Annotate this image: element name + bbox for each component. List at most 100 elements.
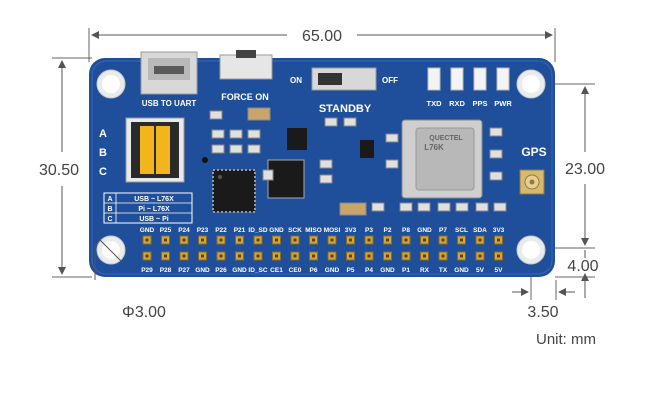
header-pin-hole <box>182 238 186 242</box>
standby-label: STANDBY <box>319 103 372 115</box>
uart-chip <box>212 169 256 213</box>
header-pin-hole <box>497 254 500 258</box>
mode-jumper: A B C <box>99 117 185 183</box>
unit-label: Unit: mm <box>536 331 596 348</box>
gps-label: GPS <box>521 145 546 159</box>
gps-module: QUECTEL L76K <box>401 119 483 199</box>
pin-label-top: SDA <box>473 227 487 234</box>
standby-switch: ON OFF STANDBY <box>290 67 398 115</box>
header-pin-hole <box>460 254 463 258</box>
dimension-height: 30.50 <box>39 57 92 278</box>
header-pin-hole <box>238 254 241 258</box>
pin-label-top: P21 <box>234 227 246 234</box>
pin-label-bottom: P6 <box>310 267 318 274</box>
gpio-header: GNDP29P25P28P24P27P23GNDP22P26P21GNDID_S… <box>140 227 505 274</box>
mounting-hole-bl <box>96 235 126 265</box>
usb-connector: USB TO UART <box>140 51 198 108</box>
mode-key-b: B <box>107 206 112 213</box>
mode-value-b: Pi ~ L76X <box>138 206 170 213</box>
pin-label-bottom: P1 <box>402 267 410 274</box>
pin-label-top: ID_SD <box>248 227 267 234</box>
pin-label-bottom: RX <box>420 267 430 274</box>
header-pin-hole <box>293 238 297 242</box>
pin-label-top: GND <box>269 227 284 234</box>
led-pwr-label: PWR <box>494 99 512 108</box>
header-pin-hole <box>386 254 389 258</box>
pin-label-top: P3 <box>365 227 373 234</box>
header-pin-hole <box>478 254 482 258</box>
mounting-hole-br <box>516 235 546 265</box>
pin-label-bottom: P26 <box>215 267 227 274</box>
pin-label-top: P22 <box>215 227 227 234</box>
pin-label-top: MOSI <box>324 227 341 234</box>
header-pin-hole <box>164 238 167 242</box>
hole-diameter-label: Φ3.00 <box>122 304 166 321</box>
pin-label-top: 3V3 <box>493 227 505 234</box>
header-pin-hole <box>497 238 500 242</box>
header-pin-hole <box>256 254 260 258</box>
header-pin-hole <box>460 238 463 242</box>
hole-spacing-label: 23.00 <box>565 161 605 178</box>
pin-label-top: GND <box>417 227 432 234</box>
mode-value-a: USB ~ L76X <box>134 196 174 203</box>
jumper-a-label: A <box>99 128 107 140</box>
header-pin-hole <box>423 254 426 258</box>
usb-label: USB TO UART <box>142 99 197 108</box>
gps-antenna-connector: GPS <box>519 145 547 195</box>
pin-label-bottom: P4 <box>365 267 373 274</box>
mode-key-c: C <box>107 216 112 223</box>
header-pin-hole <box>256 238 260 242</box>
header-pin-hole <box>441 238 445 242</box>
header-pin-hole <box>201 254 204 258</box>
header-pin-hole <box>330 254 334 258</box>
header-pin-hole <box>404 238 408 242</box>
header-pin-hole <box>275 254 278 258</box>
header-pin-hole <box>145 238 149 242</box>
jumper-c-label: C <box>99 166 107 178</box>
header-pin-hole <box>164 254 167 258</box>
pin-label-bottom: TX <box>439 267 448 274</box>
led-txd-label: TXD <box>427 99 443 108</box>
pin-label-bottom: P28 <box>160 267 172 274</box>
pin-label-top: P8 <box>402 227 410 234</box>
pin-label-top: 3V3 <box>345 227 357 234</box>
height-label: 30.50 <box>39 162 79 179</box>
pin-label-bottom: 5V <box>495 267 504 274</box>
header-pin-hole <box>219 238 223 242</box>
header-pin-hole <box>293 254 297 258</box>
led-pps-label: PPS <box>472 99 487 108</box>
mode-key-a: A <box>107 196 112 203</box>
pin-label-top: P2 <box>384 227 392 234</box>
pin-label-bottom: GND <box>454 267 469 274</box>
header-pin-hole <box>349 238 352 242</box>
pin-label-top: P24 <box>178 227 190 234</box>
header-pin-hole <box>275 238 278 242</box>
led-rxd-label: RXD <box>449 99 465 108</box>
force-on-button: FORCE ON <box>219 50 273 102</box>
header-pin-hole <box>145 254 149 258</box>
pcb-board: Φ3.00 USB TO UART FORCE ON ON OFF STANDB… <box>89 50 555 321</box>
header-pin-hole <box>219 254 223 258</box>
pin-label-bottom: GND <box>380 267 395 274</box>
pin-label-bottom: GND <box>232 267 247 274</box>
mounting-hole-tl <box>96 69 126 99</box>
pin-label-bottom: P27 <box>178 267 190 274</box>
header-pin-hole <box>423 238 426 242</box>
header-pin-hole <box>182 254 186 258</box>
dimension-hole-diameter: Φ3.00 <box>94 239 166 321</box>
pin-label-top: MISO <box>305 227 322 234</box>
module-name-label: L76K <box>424 143 444 152</box>
hole-offset-v-label: 4.00 <box>567 258 598 275</box>
pin-label-bottom: GND <box>195 267 210 274</box>
header-pin-hole <box>238 238 241 242</box>
jumper-b-label: B <box>99 147 107 159</box>
hole-offset-h-label: 3.50 <box>527 304 558 321</box>
header-pin-hole <box>441 254 445 258</box>
pin-label-bottom: CE0 <box>289 267 302 274</box>
module-brand-label: QUECTEL <box>429 135 463 142</box>
dimension-hole-spacing: 23.00 4.00 3.50 <box>512 83 605 321</box>
passive-components <box>202 107 507 216</box>
header-pin-hole <box>312 238 315 242</box>
